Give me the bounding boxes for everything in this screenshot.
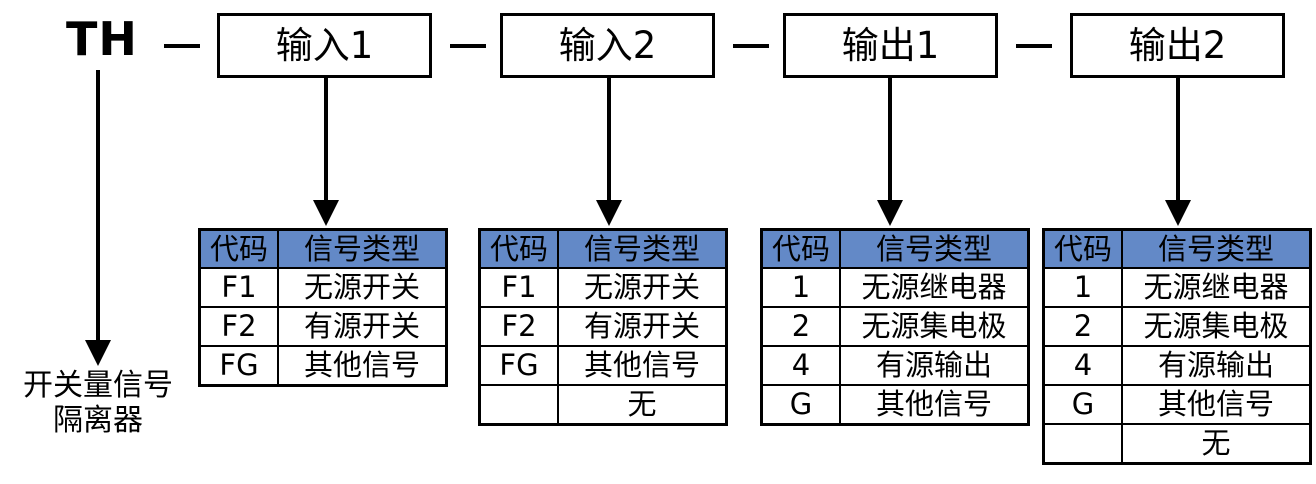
cell-code: 2: [1042, 306, 1123, 347]
connector-line-input1: [324, 78, 328, 204]
cell-type: 有源输出: [839, 345, 1030, 386]
header-code: 代码: [198, 228, 279, 269]
cell-type: 其他信号: [1121, 384, 1312, 425]
table-row: 2 无源集电极: [1042, 306, 1312, 347]
cell-code: 4: [760, 345, 841, 386]
arrow-head-prefix: [85, 340, 111, 366]
table-row: FG 其他信号: [478, 345, 728, 386]
cell-code: FG: [478, 345, 559, 386]
cell-code: F1: [198, 267, 279, 308]
arrow-head-input2: [596, 200, 622, 226]
table-row: F2 有源开关: [198, 306, 448, 347]
table-header-row: 代码 信号类型: [1042, 228, 1312, 269]
header-code: 代码: [1042, 228, 1123, 269]
table-row: 4 有源输出: [1042, 345, 1312, 386]
cell-type: 无源集电极: [839, 306, 1030, 347]
table-row: 无: [478, 384, 728, 426]
header-type: 信号类型: [839, 228, 1030, 269]
table-row: 4 有源输出: [760, 345, 1030, 386]
segment-box-output2[interactable]: 输出2: [1070, 13, 1285, 78]
segment-label-output1: 输出1: [841, 24, 940, 67]
connector-line-output2: [1176, 78, 1180, 204]
table-header-row: 代码 信号类型: [760, 228, 1030, 269]
header-type: 信号类型: [557, 228, 728, 269]
cell-type: 其他信号: [277, 345, 448, 387]
cell-code: [1042, 423, 1123, 465]
table-row: G 其他信号: [760, 384, 1030, 426]
table-row: 1 无源继电器: [760, 267, 1030, 308]
header-type: 信号类型: [1121, 228, 1312, 269]
cell-code: G: [1042, 384, 1123, 425]
separator-dash-1: [164, 44, 200, 48]
product-caption-line1: 开关量信号: [23, 368, 173, 403]
cell-type: 无: [557, 384, 728, 426]
product-caption: 开关量信号 隔离器: [0, 368, 196, 439]
cell-code: F2: [478, 306, 559, 347]
table-row: F1 无源开关: [198, 267, 448, 308]
arrow-head-input1: [313, 200, 339, 226]
code-table-output2: 代码 信号类型 1 无源继电器 2 无源集电极 4 有源输出 G 其他信号: [1042, 228, 1312, 465]
table-row: F1 无源开关: [478, 267, 728, 308]
cell-type: 无: [1121, 423, 1312, 465]
cell-type: 无源集电极: [1121, 306, 1312, 347]
arrow-head-output1: [877, 200, 903, 226]
separator-dash-3: [733, 44, 769, 48]
table-row: G 其他信号: [1042, 384, 1312, 425]
connector-line-output1: [888, 78, 892, 204]
cell-code: F2: [198, 306, 279, 347]
cell-type: 其他信号: [839, 384, 1030, 426]
cell-code: 4: [1042, 345, 1123, 386]
cell-code: 1: [1042, 267, 1123, 308]
cell-code: [478, 384, 559, 426]
table-header-row: 代码 信号类型: [478, 228, 728, 269]
cell-type: 无源开关: [557, 267, 728, 308]
cell-type: 无源开关: [277, 267, 448, 308]
header-code: 代码: [760, 228, 841, 269]
cell-type: 有源开关: [277, 306, 448, 347]
header-code: 代码: [478, 228, 559, 269]
product-caption-line2: 隔离器: [53, 403, 143, 439]
cell-type: 无源继电器: [839, 267, 1030, 308]
cell-code: 2: [760, 306, 841, 347]
cell-code: 1: [760, 267, 841, 308]
code-table-input1: 代码 信号类型 F1 无源开关 F2 有源开关 FG 其他信号: [198, 228, 448, 387]
cell-type: 无源继电器: [1121, 267, 1312, 308]
table-row: F2 有源开关: [478, 306, 728, 347]
segment-label-input1: 输入1: [275, 24, 374, 67]
connector-line-prefix: [96, 70, 100, 342]
table-row: 无: [1042, 423, 1312, 465]
segment-box-input1[interactable]: 输入1: [217, 13, 432, 78]
segment-box-output1[interactable]: 输出1: [783, 13, 998, 78]
header-type: 信号类型: [277, 228, 448, 269]
table-row: FG 其他信号: [198, 345, 448, 387]
cell-code: FG: [198, 345, 279, 387]
separator-dash-4: [1016, 44, 1052, 48]
segment-box-input2[interactable]: 输入2: [500, 13, 715, 78]
cell-code: G: [760, 384, 841, 426]
cell-type: 有源开关: [557, 306, 728, 347]
table-header-row: 代码 信号类型: [198, 228, 448, 269]
cell-code: F1: [478, 267, 559, 308]
cell-type: 其他信号: [557, 345, 728, 386]
connector-line-input2: [607, 78, 611, 204]
cell-type: 有源输出: [1121, 345, 1312, 386]
separator-dash-2: [450, 44, 486, 48]
segment-label-input2: 输入2: [558, 24, 657, 67]
arrow-head-output2: [1165, 200, 1191, 226]
table-row: 1 无源继电器: [1042, 267, 1312, 308]
code-table-output1: 代码 信号类型 1 无源继电器 2 无源集电极 4 有源输出 G 其他信号: [760, 228, 1030, 426]
segment-label-output2: 输出2: [1128, 24, 1227, 67]
code-table-input2: 代码 信号类型 F1 无源开关 F2 有源开关 FG 其他信号 无: [478, 228, 728, 426]
table-row: 2 无源集电极: [760, 306, 1030, 347]
model-prefix-label: TH: [66, 12, 138, 66]
